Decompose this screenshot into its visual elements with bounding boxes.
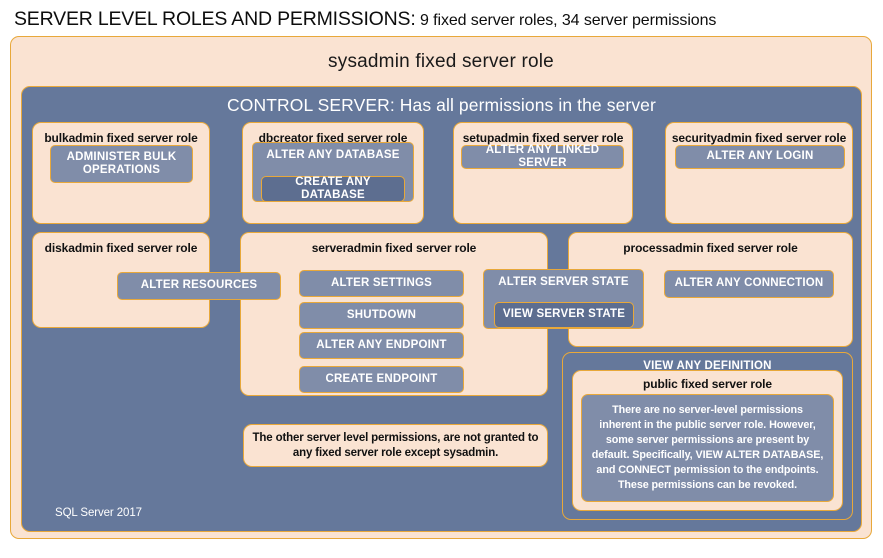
role-label-securityadmin: securityadmin fixed server role <box>671 131 847 145</box>
permission-view-server-state[interactable]: VIEW SERVER STATE <box>494 302 634 328</box>
sql-server-version-label: SQL Server 2017 <box>55 507 142 519</box>
permission-alter-any-linked-server[interactable]: ALTER ANY LINKED SERVER <box>461 144 624 169</box>
page-title-subtitle: 9 fixed server roles, 34 server permissi… <box>420 12 717 29</box>
page-title-main: SERVER LEVEL ROLES AND PERMISSIONS: <box>14 8 416 30</box>
control-server-label: CONTROL SERVER: Has all permissions in t… <box>227 95 656 115</box>
role-label-public: public fixed server role <box>643 377 772 391</box>
permission-alter-resources[interactable]: ALTER RESOURCES <box>117 272 281 300</box>
permission-create-endpoint[interactable]: CREATE ENDPOINT <box>299 366 464 393</box>
sysadmin-role-label: sysadmin fixed server role <box>328 51 554 72</box>
role-label-processadmin: processadmin fixed server role <box>623 241 798 255</box>
page-title: SERVER LEVEL ROLES AND PERMISSIONS: 9 fi… <box>14 8 874 34</box>
role-label-diskadmin: diskadmin fixed server role <box>44 241 198 255</box>
public-role-note: There are no server-level permissions in… <box>581 394 834 502</box>
role-label-setupadmin: setupadmin fixed server role <box>462 131 624 145</box>
permission-administer-bulk-operations[interactable]: ADMINISTER BULK OPERATIONS <box>50 145 193 183</box>
role-label-dbcreator: dbcreator fixed server role <box>258 131 408 145</box>
permission-alter-any-login[interactable]: ALTER ANY LOGIN <box>675 145 845 169</box>
permission-create-any-database[interactable]: CREATE ANY DATABASE <box>261 176 405 202</box>
permission-alter-settings[interactable]: ALTER SETTINGS <box>299 270 464 297</box>
securityadmin-warning-text: Important: The securityadmin role should… <box>665 173 883 186</box>
permission-shutdown[interactable]: SHUTDOWN <box>299 302 464 329</box>
other-permissions-note: The other server level permissions, are … <box>243 424 548 467</box>
role-card-securityadmin: securityadmin fixed server role <box>665 122 853 224</box>
permission-alter-any-connection[interactable]: ALTER ANY CONNECTION <box>664 270 834 298</box>
role-card-setupadmin: setupadmin fixed server role <box>453 122 633 224</box>
role-label-serveradmin: serveradmin fixed server role <box>311 241 477 255</box>
permission-view-any-definition-label: VIEW ANY DEFINITION <box>643 360 772 372</box>
role-label-bulkadmin: bulkadmin fixed server role <box>44 131 198 145</box>
permission-alter-any-endpoint[interactable]: ALTER ANY ENDPOINT <box>299 332 464 359</box>
